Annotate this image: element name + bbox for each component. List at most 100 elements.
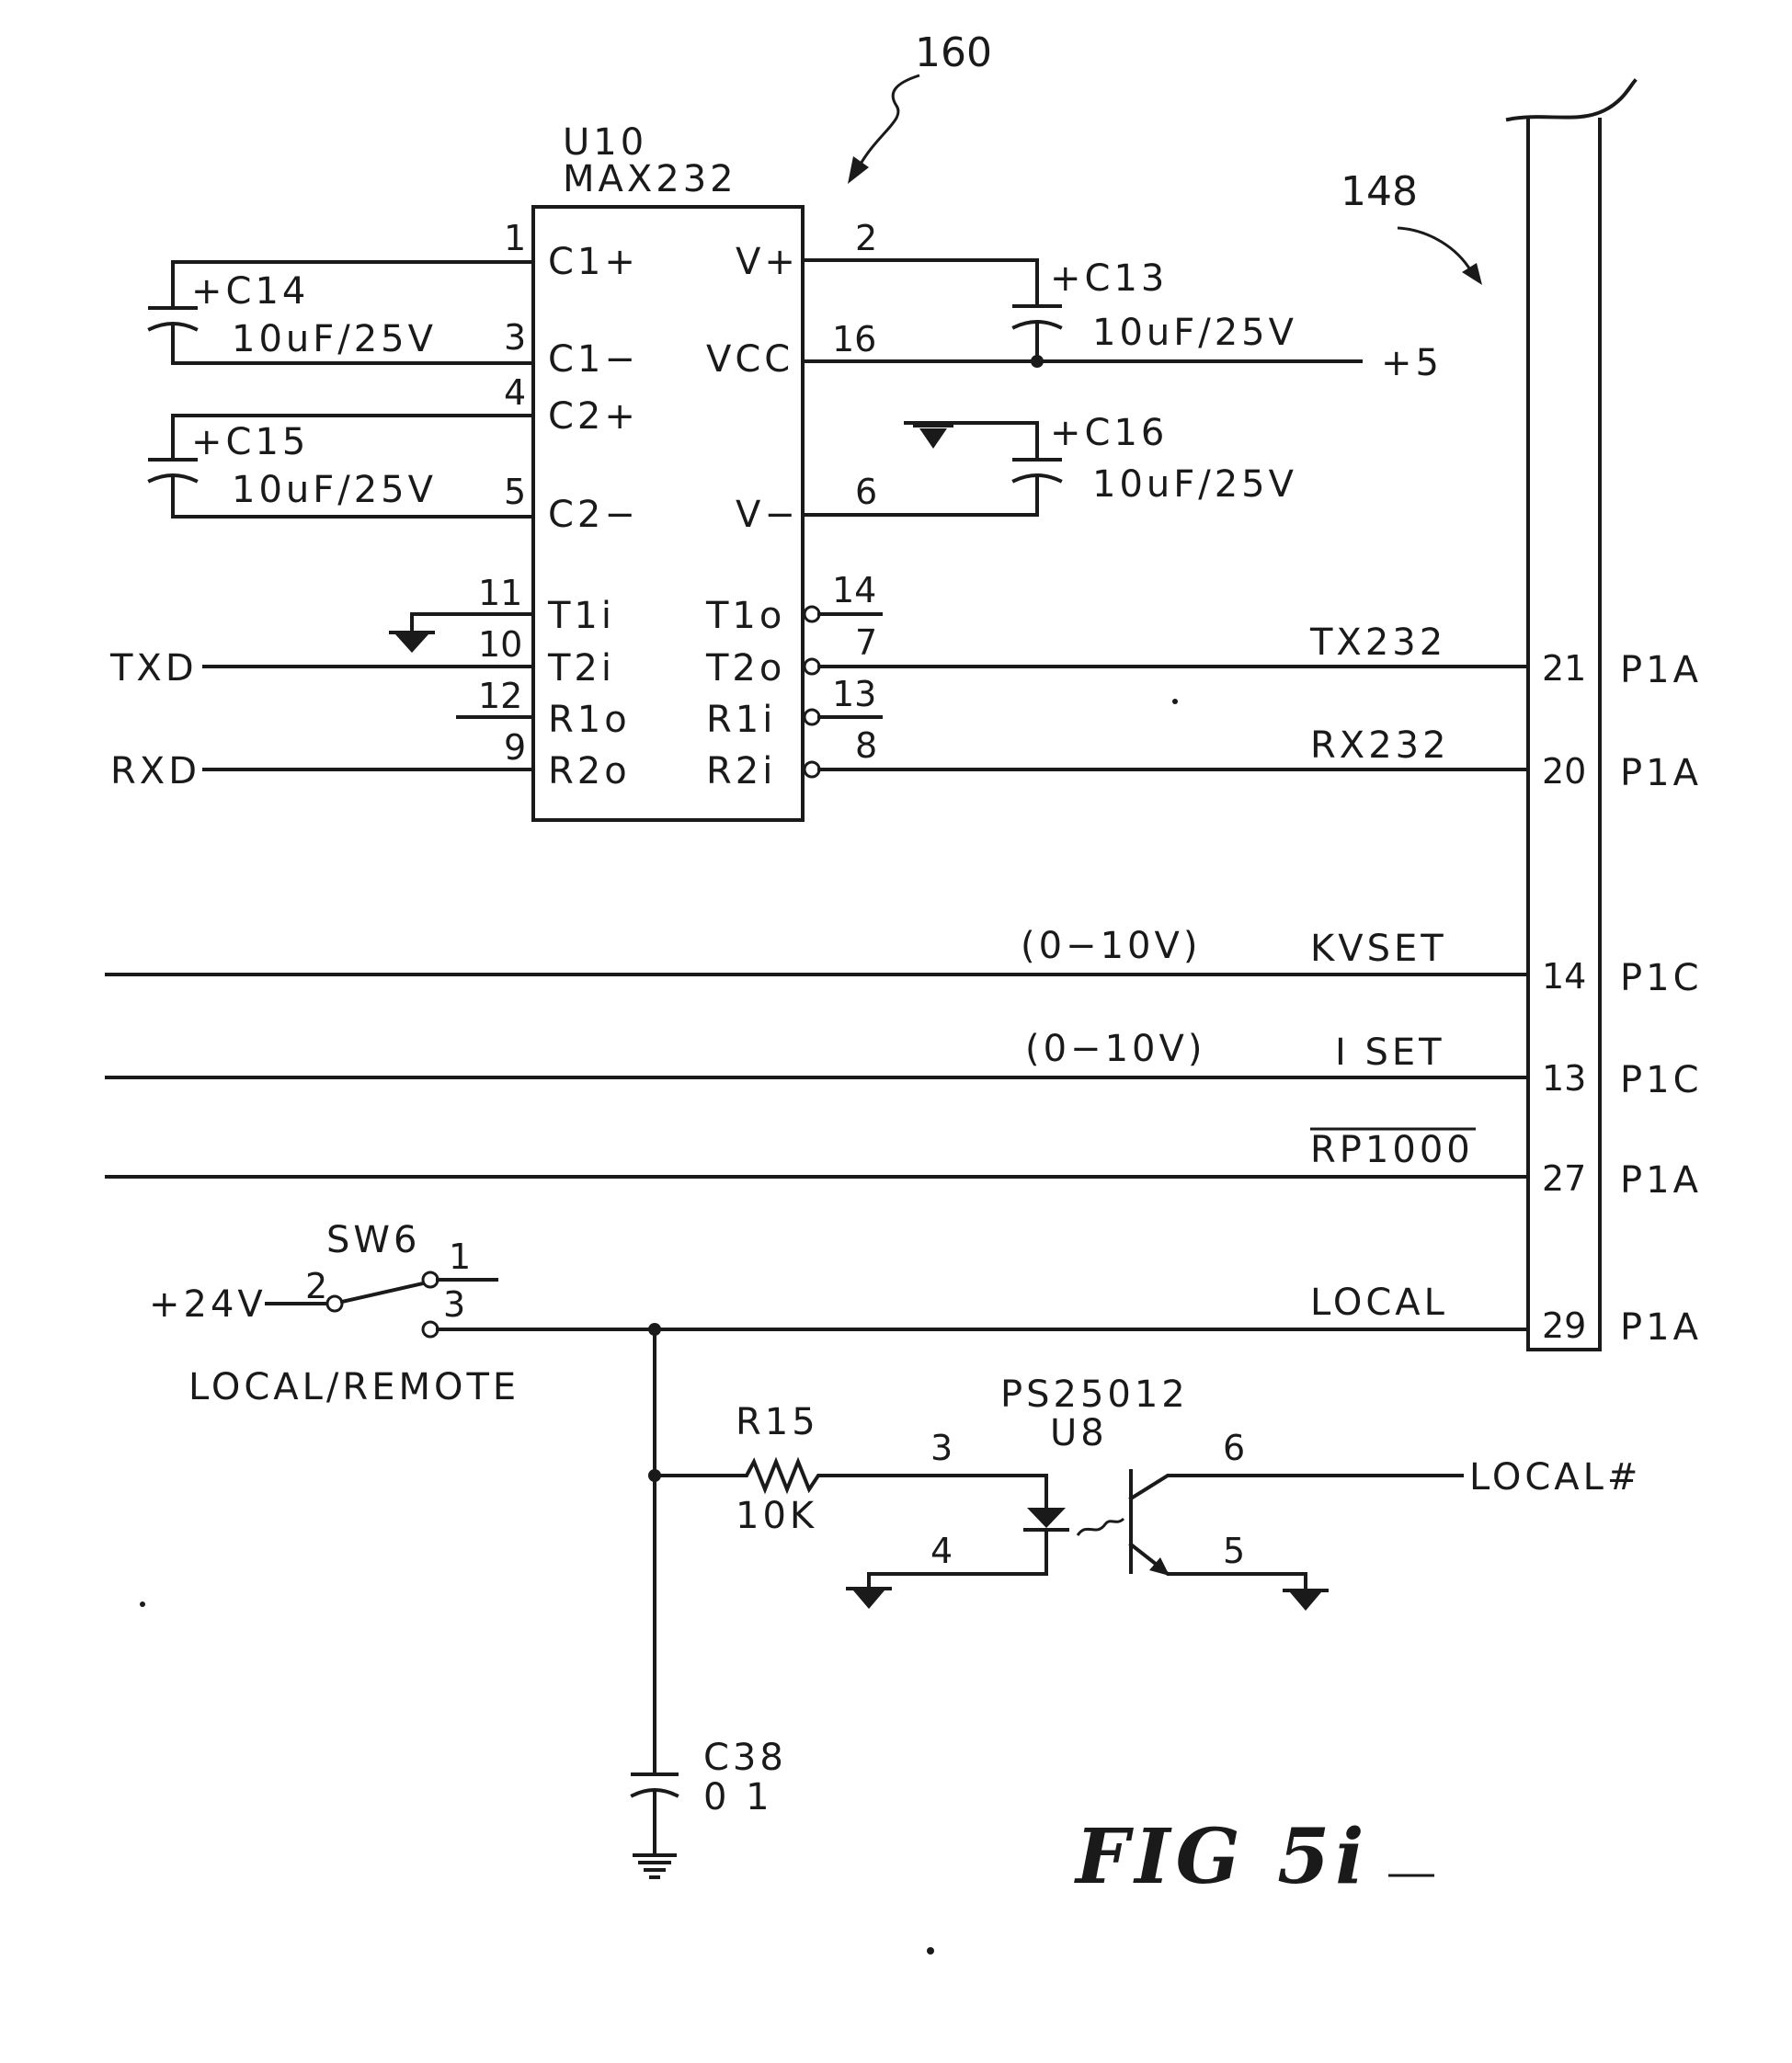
figure-label: FIG 5i bbox=[1074, 1813, 1369, 1901]
signal-iset: I SET bbox=[1335, 1032, 1445, 1074]
u10-num-c2m: 5 bbox=[504, 472, 526, 512]
conn-pin-29: 29 bbox=[1542, 1305, 1586, 1346]
u10-pin-t2i: T2i bbox=[547, 647, 615, 690]
u10-num-t1i: 11 bbox=[478, 573, 522, 613]
sw6-pin2-contact bbox=[327, 1296, 342, 1311]
c38-value: 0 1 bbox=[703, 1776, 773, 1818]
c14-ref: +C14 bbox=[191, 270, 309, 313]
supply-plus24: +24V bbox=[149, 1283, 267, 1326]
scan-speck bbox=[1172, 699, 1178, 704]
u10-num-vm: 6 bbox=[855, 472, 877, 512]
r15-value: 10K bbox=[736, 1495, 817, 1537]
ground-c38 bbox=[634, 1855, 675, 1877]
sw6-pin2-label: 2 bbox=[305, 1266, 327, 1306]
sw6-ref: SW6 bbox=[326, 1219, 420, 1261]
kvset-range: (0−10V) bbox=[1021, 925, 1201, 967]
ref-160-arrowhead bbox=[848, 156, 869, 184]
conn-pin-14: 14 bbox=[1542, 956, 1586, 997]
conn-port-20: P1A bbox=[1620, 752, 1702, 794]
u8-light-arrow bbox=[1078, 1519, 1124, 1535]
u10-pin-r2i: R2i bbox=[706, 750, 776, 792]
signal-kvset: KVSET bbox=[1310, 928, 1447, 970]
conn-pin-20: 20 bbox=[1542, 751, 1586, 792]
ref-160-leader bbox=[860, 75, 919, 165]
u10-num-vp: 2 bbox=[855, 218, 877, 258]
signal-txd: TXD bbox=[109, 647, 198, 690]
c15-ref: +C15 bbox=[191, 421, 309, 463]
conn-port-13: P1C bbox=[1620, 1059, 1703, 1101]
supply-plus5: +5 bbox=[1381, 342, 1443, 384]
u10-pin-r1i: R1i bbox=[706, 699, 776, 741]
u10-num-t2o: 7 bbox=[855, 622, 877, 663]
u10-pin-c1m: C1− bbox=[548, 338, 639, 381]
ground-c16 bbox=[906, 423, 952, 449]
u10-pin-t1o: T1o bbox=[705, 595, 785, 637]
u10-num-c1m: 3 bbox=[504, 317, 526, 358]
conn-port-21: P1A bbox=[1620, 649, 1702, 691]
sw6-caption: LOCAL/REMOTE bbox=[188, 1366, 519, 1408]
signal-rp1000: RP1000 bbox=[1310, 1129, 1474, 1171]
signal-local: LOCAL bbox=[1310, 1282, 1448, 1324]
conn-pin-27: 27 bbox=[1542, 1158, 1586, 1199]
c13-value: 10uF/25V bbox=[1092, 312, 1297, 354]
t1o-bubble bbox=[805, 607, 819, 621]
signal-local-n: LOCAL# bbox=[1469, 1456, 1641, 1499]
c38-ref: C38 bbox=[703, 1737, 787, 1779]
u10-pin-r1o: R1o bbox=[548, 699, 631, 741]
iset-range: (0−10V) bbox=[1025, 1028, 1205, 1070]
t2o-bubble bbox=[805, 659, 819, 674]
scan-speck bbox=[927, 1947, 934, 1955]
c16-value: 10uF/25V bbox=[1092, 463, 1297, 506]
u10-num-t2i: 10 bbox=[478, 624, 522, 665]
conn-port-27: P1A bbox=[1620, 1159, 1702, 1202]
u10-pin-c1p: C1+ bbox=[548, 241, 639, 283]
u10-num-r1o: 12 bbox=[478, 676, 522, 716]
r15-ref: R15 bbox=[736, 1401, 819, 1443]
scan-speck bbox=[140, 1601, 145, 1607]
resistor-r15 bbox=[655, 1462, 1046, 1508]
signal-rxd: RXD bbox=[110, 750, 200, 792]
conn-pin-13: 13 bbox=[1542, 1058, 1586, 1099]
u10-pin-vcc: VCC bbox=[706, 338, 793, 381]
u10-pin-r2o: R2o bbox=[548, 750, 631, 792]
u10-pin-t1i: T1i bbox=[547, 595, 615, 637]
ref-148-leader bbox=[1398, 228, 1471, 271]
ground-u8-pin5 bbox=[1284, 1590, 1327, 1611]
sw6-pin1-label: 1 bbox=[449, 1237, 471, 1277]
u8-pin6-label: 6 bbox=[1223, 1428, 1245, 1468]
sw6-pin3-contact bbox=[423, 1322, 438, 1337]
u10-num-t1o: 14 bbox=[832, 570, 876, 610]
u10-pin-c2m: C2− bbox=[548, 494, 639, 536]
ground-u8-pin4 bbox=[848, 1589, 890, 1609]
capacitor-c38 bbox=[633, 1774, 677, 1855]
u8-led bbox=[869, 1508, 1067, 1589]
vcc-junction bbox=[1031, 355, 1044, 368]
c14-value: 10uF/25V bbox=[232, 318, 437, 360]
ref-148: 148 bbox=[1341, 168, 1418, 215]
c13-ref: +C13 bbox=[1050, 257, 1168, 300]
u8-pin5-label: 5 bbox=[1223, 1531, 1245, 1571]
u10-part: MAX232 bbox=[563, 158, 737, 200]
sw6-lever bbox=[342, 1283, 423, 1302]
u8-ref: U8 bbox=[1050, 1412, 1108, 1454]
u8-pin3-label: 3 bbox=[930, 1428, 953, 1468]
signal-rx232: RX232 bbox=[1310, 724, 1450, 767]
u8-part: PS25012 bbox=[1000, 1373, 1189, 1416]
u10-pin-vm: V− bbox=[736, 494, 799, 536]
sw6-pin3-label: 3 bbox=[443, 1284, 465, 1325]
sw6-pin1-contact bbox=[423, 1272, 438, 1287]
r1i-bubble bbox=[805, 710, 819, 724]
u10-num-r1i: 13 bbox=[832, 674, 876, 714]
conn-pin-21: 21 bbox=[1542, 648, 1586, 689]
r2i-bubble bbox=[805, 762, 819, 777]
u10-num-c1p: 1 bbox=[504, 218, 526, 258]
c15-value: 10uF/25V bbox=[232, 469, 437, 511]
u8-pin4-label: 4 bbox=[930, 1531, 953, 1571]
signal-tx232: TX232 bbox=[1309, 621, 1446, 664]
u10-num-r2i: 8 bbox=[855, 725, 877, 766]
conn-port-29: P1A bbox=[1620, 1306, 1702, 1349]
u10-num-r2o: 9 bbox=[504, 727, 526, 768]
conn-port-14: P1C bbox=[1620, 957, 1703, 999]
